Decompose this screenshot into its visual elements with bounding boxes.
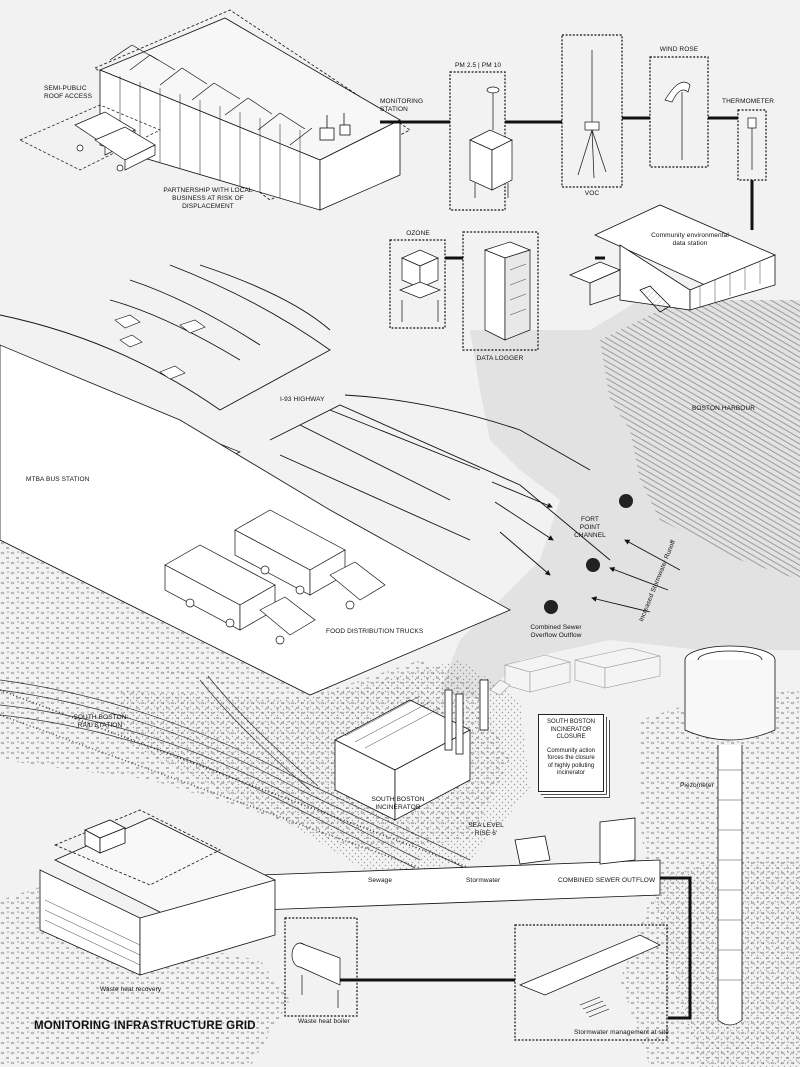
highway-vehicles: [114, 314, 206, 380]
label-stormwater: Stormwater: [466, 877, 501, 884]
ozone-drawing: [399, 249, 441, 322]
rail-tracks: [0, 675, 471, 869]
windrose-drawing: [664, 81, 691, 160]
flow-arrows: [491, 481, 681, 613]
highway-roads: [0, 264, 611, 561]
instrument-voc-box: [561, 34, 623, 188]
boiler-drawing: [291, 942, 341, 1008]
label-boston-harbour: BOSTON HARBOUR: [692, 405, 756, 412]
incinerator-closure-card: SOUTH BOSTON INCINERATOR CLOSURE Communi…: [538, 714, 604, 792]
instrument-ozone-box: [389, 239, 446, 329]
voc-sensor-drawing: [577, 50, 607, 179]
food-trucks: [164, 509, 386, 645]
label-piezometer: Piezometer: [680, 782, 714, 789]
outflow-point: [619, 494, 633, 508]
label-food-trucks: FOOD DISTRIBUTION TRUCKS: [326, 628, 424, 635]
outflow-points: [544, 494, 633, 614]
card-body: Community action forces the closure of h…: [546, 747, 596, 777]
label-pm: PM 2.5 | PM 10: [454, 62, 502, 69]
outflow-point: [586, 558, 600, 572]
harbour-buildings: [489, 647, 661, 696]
harbour-hatch: [600, 300, 800, 580]
stormwater-site-box: [514, 924, 668, 1041]
pm-sensor-drawing: [469, 86, 513, 198]
label-thermometer: THERMOMETER: [721, 98, 775, 105]
label-waste-heat-recovery: Waste heat recovery: [100, 986, 162, 993]
instrument-thermometer-box: [737, 109, 767, 181]
card-heading: SOUTH BOSTON INCINERATOR CLOSURE: [547, 719, 595, 740]
instrument-datalogger-box: [462, 231, 539, 351]
label-mtba-bus-station: MTBA BUS STATION: [26, 476, 90, 483]
label-waste-heat-boiler: Waste heat boiler: [298, 1018, 351, 1025]
label-data-logger: DATA LOGGER: [476, 355, 524, 362]
warehouse-trucks: [19, 104, 161, 172]
incinerator-building: [334, 679, 489, 821]
label-combined-sewer-outflow: COMBINED SEWER OUTFLOW: [558, 877, 656, 884]
label-sewage: Sewage: [368, 877, 393, 884]
label-wind-rose: WIND ROSE: [659, 46, 699, 53]
waste-heat-building: [39, 809, 276, 976]
thermometer-drawing: [747, 117, 757, 170]
monitoring-connector: [380, 116, 754, 260]
piezometer-drawing: [684, 645, 776, 1026]
page-title: MONITORING INFRASTRUCTURE GRID: [34, 1020, 256, 1032]
datalogger-drawing: [483, 241, 532, 341]
community-station-building: [568, 204, 777, 313]
waste-heat-boiler-box: [284, 917, 358, 1017]
label-highway: I-93 HIGHWAY: [280, 396, 325, 403]
label-voc: VOC: [584, 190, 600, 197]
label-ozone: OZONE: [406, 230, 430, 237]
label-stormwater-management: Stormwater management at site: [574, 1029, 670, 1036]
outflow-point: [544, 600, 558, 614]
cso-pipe: [340, 876, 692, 1020]
warehouse-building: [94, 9, 411, 211]
stormwater-site-drawing: [519, 934, 661, 1018]
instrument-windrose-box: [649, 56, 709, 168]
